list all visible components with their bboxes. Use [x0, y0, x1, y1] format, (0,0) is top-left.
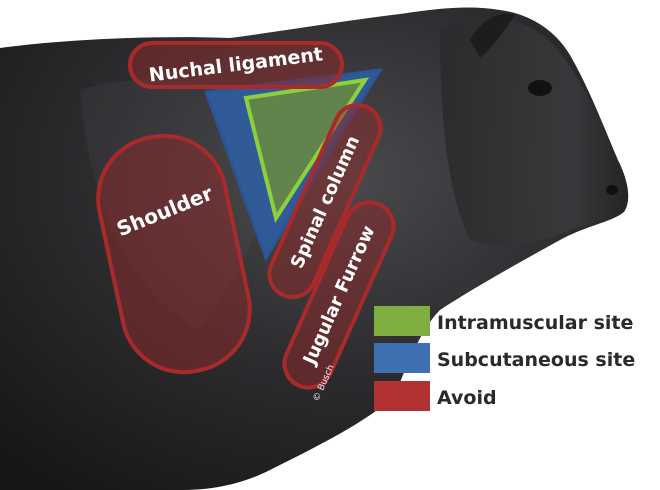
legend-swatch-avoid	[374, 381, 430, 411]
legend-label-subcutaneous: Subcutaneous site	[437, 349, 635, 371]
nuchal-ligament-region: Nuchal ligament	[130, 43, 342, 87]
cattle-head	[440, 18, 628, 245]
legend-swatch-subcutaneous	[374, 343, 430, 373]
legend: Intramuscular site Subcutaneous site Avo…	[374, 306, 635, 411]
legend-label-avoid: Avoid	[437, 387, 497, 409]
cattle-eye	[528, 80, 552, 96]
legend-swatch-intramuscular	[374, 306, 430, 336]
legend-label-intramuscular: Intramuscular site	[437, 312, 633, 334]
cattle-nostril	[606, 185, 618, 195]
